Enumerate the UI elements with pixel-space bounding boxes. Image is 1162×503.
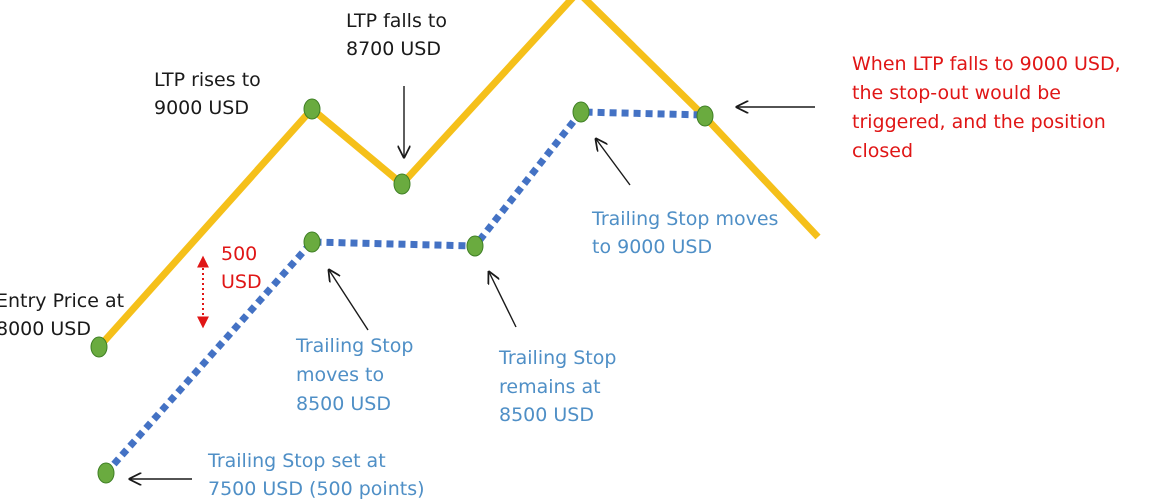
label-stop-set: Trailing Stop set at 7500 USD (500 point… (207, 450, 425, 500)
pointer-arrows (130, 86, 815, 479)
label-gap: 500 USD (221, 243, 263, 293)
trailing-stop-line (103, 108, 706, 476)
arrow-stop-8500-b (489, 272, 517, 328)
node-ltp-fall (393, 173, 411, 195)
node-stop-out (696, 105, 714, 127)
label-stop-moves-8500: Trailing Stop moves to 8500 USD (295, 335, 420, 415)
arrow-stop-8500-a (329, 270, 369, 331)
label-entry: Entry Price at 8000 USD (0, 290, 130, 340)
node-stop-8500-b (466, 235, 484, 257)
label-ltp-rises: LTP rises to 9000 USD (154, 69, 267, 119)
node-entry (90, 336, 108, 358)
node-stop-set (97, 462, 115, 484)
node-ltp-rise (303, 98, 321, 120)
node-stop-9000 (572, 101, 590, 123)
label-stop-out: When LTP falls to 9000 USD, the stop-out… (852, 53, 1127, 162)
label-stop-remains: Trailing Stop remains at 8500 USD (498, 347, 623, 426)
arrow-stop-9000 (596, 139, 631, 186)
nodes (90, 98, 714, 484)
label-ltp-falls: LTP falls to 8700 USD (346, 10, 453, 60)
ltp-price-line (96, 0, 821, 350)
node-stop-8500-a (303, 231, 321, 253)
label-stop-moves-9000: Trailing Stop moves to 9000 USD (591, 208, 785, 258)
